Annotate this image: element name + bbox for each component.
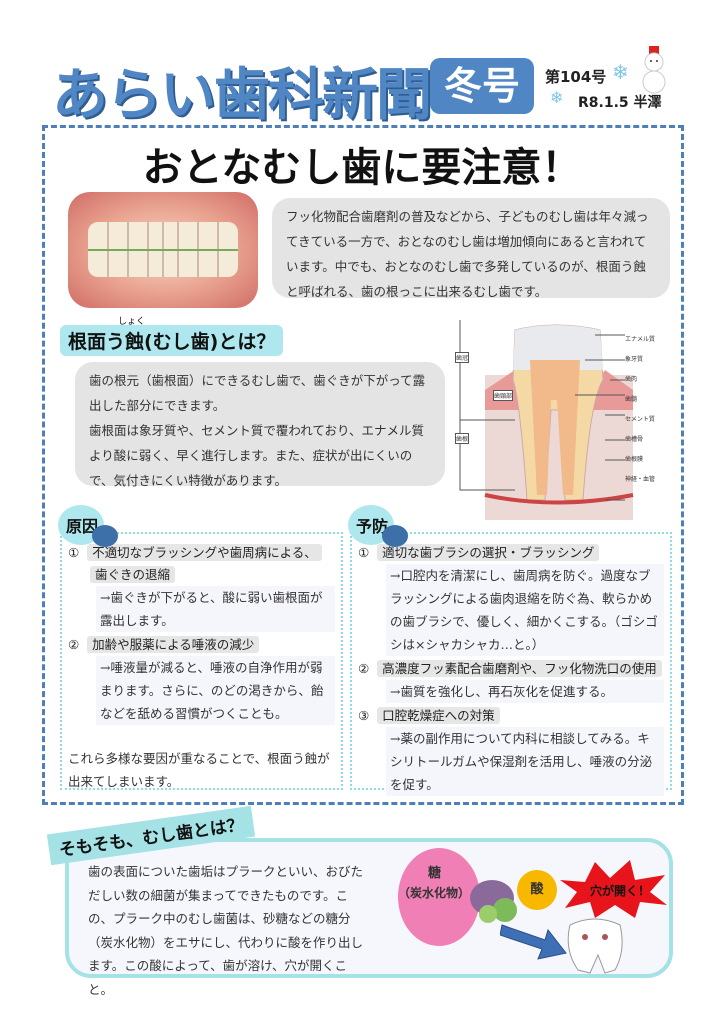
masthead-title: あらい歯科新聞 [52,63,432,128]
burst-shape [560,860,667,918]
snowflake-icon: ❄ [550,88,564,107]
diagram-labels-right: エナメル質象牙質歯肉歯髄セメント質歯槽骨歯根膜神経・血管 [625,336,656,483]
description-para: 歯の根元（歯根面）にできるむし歯で、歯ぐきが下がって露出した部分にできます。 [89,373,426,413]
hole-label: 穴が開く！ [590,884,651,898]
cause-panel: ① 不適切なブラッシングや歯周病による、 歯ぐきの退縮 →歯ぐきが下がると、酸に… [60,532,343,790]
arrow-icon [500,924,567,960]
what-is-caries-text: 歯の表面についた歯垢はプラークといい、おびただしい数の細菌が集まってできたもので… [88,864,364,997]
prevention-item-title: 高濃度フッ素配合歯磨剤や、フッ化物洗口の使用 [377,660,662,677]
carb-label: （炭水化物） [398,886,471,900]
season-badge: 冬号 [430,58,534,114]
root-caries-description: 歯の根元（歯根面）にできるむし歯で、歯ぐきが下がって露出した部分にできます。 歯… [75,362,445,488]
diagram-label-crown: 歯冠 [455,352,470,363]
cause-item-body: →歯ぐきが下がると、酸に弱い歯根面が露出します。 [96,586,335,632]
issue-number: 第104号 [545,68,607,86]
cause-item-title: 加齢や服薬による唾液の減少 [87,636,260,653]
cause-summary: これら多様な要因が重なることで、根面う蝕が出来てしまいます。 [68,751,330,789]
prevention-item-body: →薬の副作用について内科に相談してみる。キシリトールガムや保湿剤を活用し、唾液の… [386,727,664,796]
issue-date: R8.1.5 半澤 [578,95,662,111]
diagram-label-neck: 歯頸部 [493,390,514,401]
tooth-cross-section-diagram: エナメル質象牙質歯肉歯髄セメント質歯槽骨歯根膜神経・血管 歯冠 歯頸部 歯根 [455,320,680,520]
tooth-character-illustration [567,918,623,974]
prevention-item-title: 口腔乾燥症への対策 [377,707,500,724]
intro-text: フッ化物配合歯磨剤の普及などから、子どものむし歯は年々減ってきている一方で、おと… [272,198,670,299]
snowman-icon [642,46,666,94]
article-title: おとなむし歯に要注意！ [142,145,582,191]
prevention-item-body: →口腔内を清潔にし、歯周病を防ぐ。過度なブラッシングによる歯肉退縮を防ぐ為、軟ら… [386,564,664,656]
section-heading-root-caries: 根面う蝕(むし歯)とは？ [60,325,284,356]
furigana: しょく [118,317,146,327]
snowflake-icon: ❄ [612,60,629,84]
acid-label: 酸 [517,870,557,910]
teeth-photo [68,192,258,308]
prevention-item-title: 適切な歯ブラシの選択・ブラッシング [377,544,600,561]
decorative-dot [92,525,118,547]
main-article-frame [42,125,684,805]
prevention-panel: ① 適切な歯ブラシの選択・ブラッシング →口腔内を清潔にし、歯周病を防ぐ。過度な… [350,532,672,796]
cause-item-title: 不適切なブラッシングや歯周病による、 [87,544,322,561]
decorative-dot [382,525,408,547]
cause-item-body: →唾液量が減ると、唾液の自浄作用が弱まります。さらに、のどの渇きから、飴などを舐… [96,656,335,725]
description-para: 歯根面は象牙質や、セメント質で覆われており、エナメル質より酸に弱く、早く進行しま… [89,423,425,488]
diagram-label-root: 歯根 [455,433,470,444]
prevention-item-body: →歯質を強化し、再石灰化を促進する。 [386,680,664,703]
sugar-bubble [398,848,480,946]
germ-illustration [470,880,517,923]
sugar-label: 糖 [428,866,442,881]
